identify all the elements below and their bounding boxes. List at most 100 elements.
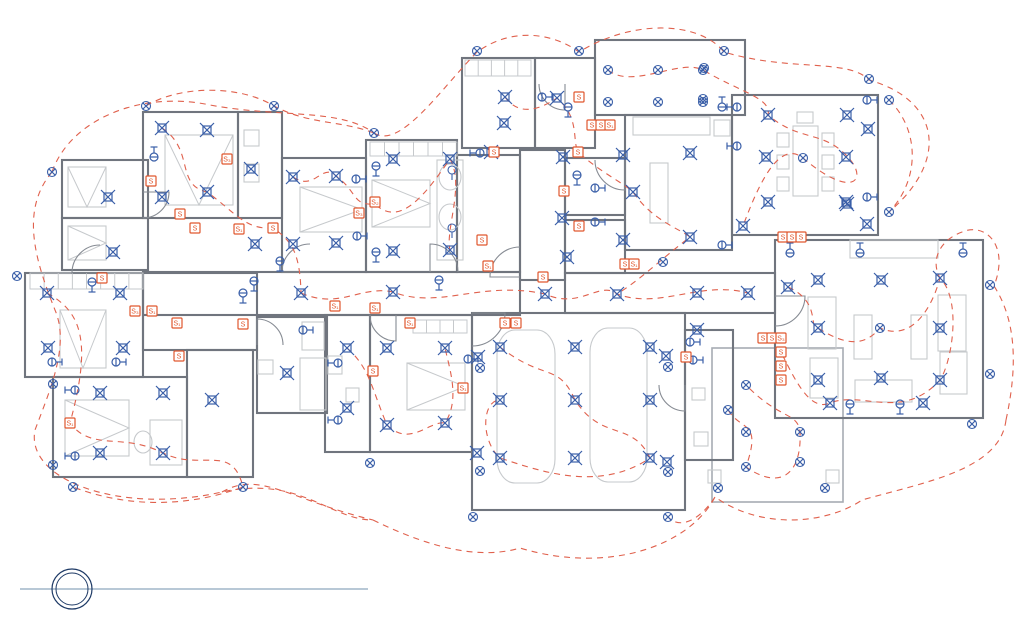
ceiling-light-symbol <box>285 169 301 185</box>
spot-light-part <box>237 481 249 493</box>
socket-outlet-symbol <box>862 192 878 202</box>
spot-light-symbol <box>662 511 674 523</box>
ceiling-light-part <box>499 118 509 128</box>
ceiling-light-part <box>642 339 658 355</box>
spot-light-part <box>968 420 976 428</box>
spot-light-part <box>659 258 667 266</box>
spot-light-symbol <box>47 459 59 471</box>
ceiling-light-part <box>763 110 773 120</box>
spot-light-symbol <box>602 96 614 108</box>
ceiling-light-part <box>876 275 886 285</box>
wiring-circuit <box>300 289 749 300</box>
spot-light-part <box>664 513 672 521</box>
spot-light-part <box>883 94 895 106</box>
ceiling-light-part <box>342 343 352 353</box>
spot-light-symbol <box>984 279 996 291</box>
ceiling-light-symbol <box>285 236 301 252</box>
spot-light-part <box>718 45 730 57</box>
spot-light-part <box>664 468 672 476</box>
socket-outlet-symbol <box>726 102 742 112</box>
ceiling-light-part <box>813 375 823 385</box>
ceiling-light-symbol <box>39 285 55 301</box>
socket-outlet-symbol <box>352 231 368 241</box>
ceiling-light-part <box>760 107 776 123</box>
ceiling-light-part <box>385 151 401 167</box>
switch-symbol <box>558 185 570 197</box>
switch-label: S <box>178 212 183 219</box>
lamp-symbol <box>447 165 457 180</box>
spot-light-part <box>239 483 247 491</box>
ceiling-light-part <box>112 285 128 301</box>
spot-light-part <box>720 47 728 55</box>
switch-label: S <box>599 123 604 130</box>
ceiling-light-symbol <box>932 270 948 286</box>
switch-label: S <box>514 321 519 328</box>
ceiling-light-part <box>555 149 571 165</box>
spot-light-part <box>602 96 614 108</box>
ceiling-light-part <box>157 123 167 133</box>
socket-outlet-symbol <box>434 275 444 291</box>
ceiling-light-part <box>645 342 655 352</box>
bed-cover-lines <box>406 362 467 411</box>
spot-light-part <box>47 459 59 471</box>
spot-light-symbol <box>883 206 895 218</box>
ceiling-light-symbol <box>873 272 889 288</box>
ceiling-light-part <box>559 249 575 265</box>
ceiling-light-part <box>642 450 658 466</box>
ceiling-light-part <box>204 392 220 408</box>
ceiling-light-part <box>440 418 450 428</box>
ceiling-light-symbol <box>492 339 508 355</box>
switch-label: S <box>492 150 497 157</box>
switch-label: S <box>193 226 198 233</box>
bed <box>406 362 466 411</box>
ceiling-light-part <box>567 339 583 355</box>
door-swing <box>142 191 170 219</box>
ceiling-light-part <box>540 289 550 299</box>
ceiling-light-part <box>445 154 455 164</box>
spot-light-part <box>662 361 674 373</box>
ceiling-light-part <box>642 392 658 408</box>
ceiling-light-part <box>328 235 344 251</box>
switch-label: S₃ <box>131 309 139 316</box>
furniture <box>632 116 711 136</box>
ceiling-light-part <box>738 221 748 231</box>
ceiling-light-symbol <box>328 235 344 251</box>
spot-light-symbol <box>368 127 380 139</box>
ceiling-light-symbol <box>873 370 889 386</box>
fixture-round <box>438 203 462 231</box>
ceiling-light-symbol <box>385 284 401 300</box>
switch-label: S <box>371 369 376 376</box>
door-swing <box>774 295 806 327</box>
ceiling-light-part <box>199 184 215 200</box>
ceiling-light-symbol <box>780 279 796 295</box>
socket-outlet-symbol <box>717 240 733 250</box>
switch-label: S <box>480 238 485 245</box>
ceiling-light-symbol <box>567 392 583 408</box>
spot-light-part <box>863 73 875 85</box>
spot-light-part <box>575 47 583 55</box>
spot-light-part <box>657 256 669 268</box>
furniture <box>299 357 327 411</box>
ceiling-light-part <box>115 340 131 356</box>
switch-label: S₃ <box>777 336 785 343</box>
switch-label: S₁ <box>371 306 379 313</box>
ceiling-light-symbol <box>339 400 355 416</box>
switch-symbol <box>173 350 185 362</box>
furniture <box>776 176 790 192</box>
ceiling-light-part <box>915 395 931 411</box>
ceiling-light-symbol <box>437 415 453 431</box>
ceiling-light-symbol <box>642 392 658 408</box>
ceiling-light-symbol <box>810 272 826 288</box>
spot-light-part <box>742 381 750 389</box>
ceiling-light-part <box>609 286 625 302</box>
switch-symbol <box>476 234 488 246</box>
ceiling-light-symbol <box>735 218 751 234</box>
furniture <box>707 469 722 484</box>
spot-light-part <box>986 370 994 378</box>
ceiling-light-symbol <box>442 151 458 167</box>
ceiling-light-part <box>472 448 482 458</box>
ceiling-light-part <box>105 244 121 260</box>
furniture <box>243 163 260 183</box>
ceiling-light-symbol <box>112 285 128 301</box>
